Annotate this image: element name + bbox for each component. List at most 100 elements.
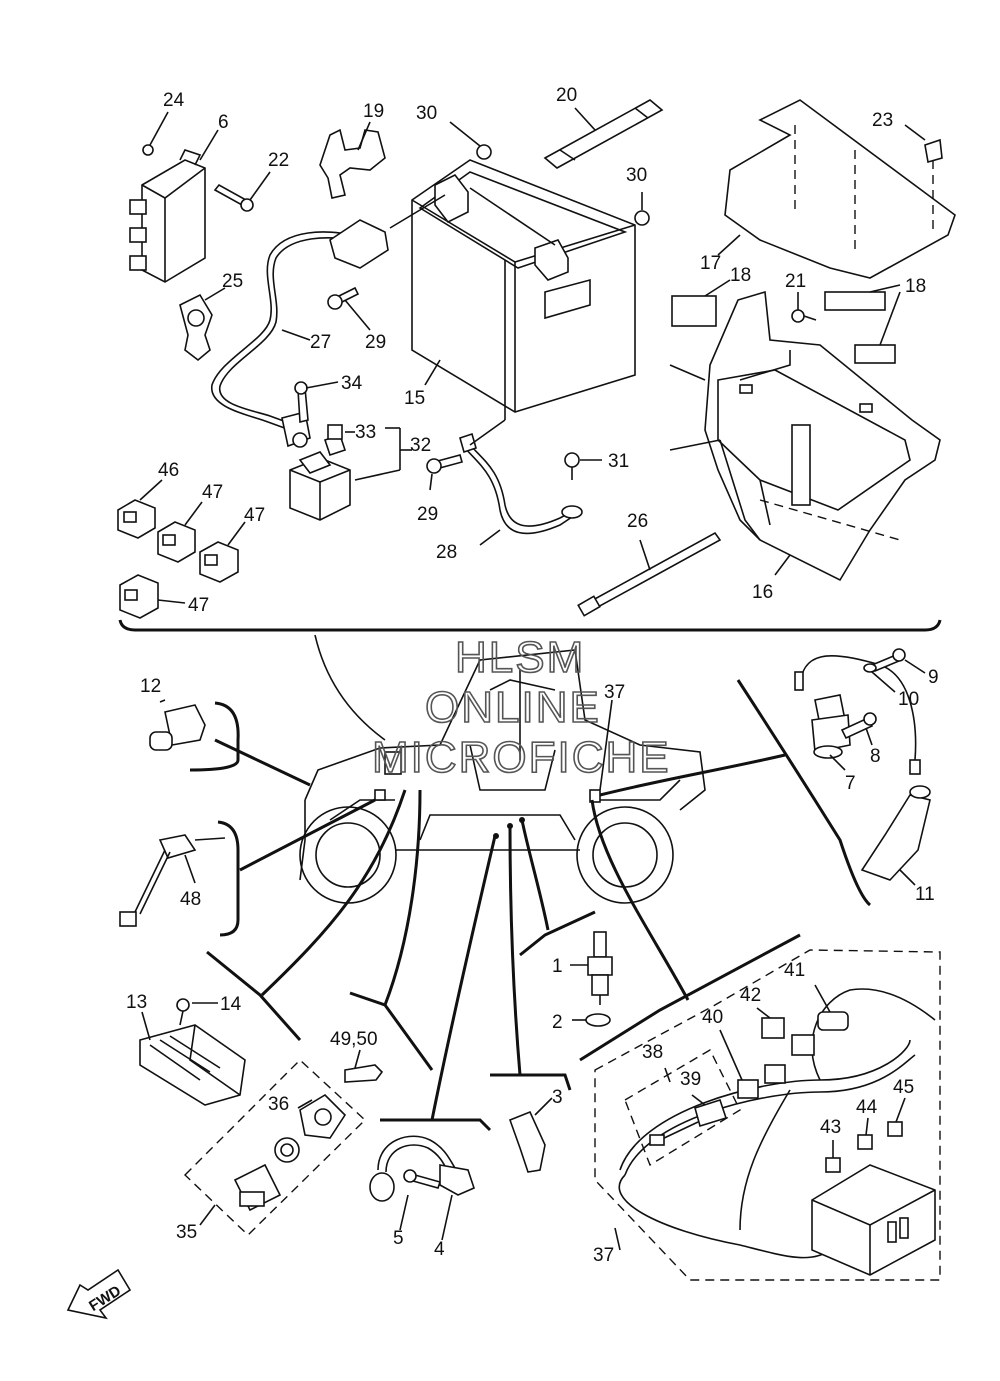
callout-37b: 37 — [593, 1245, 614, 1266]
callout-30b: 30 — [626, 165, 647, 186]
part-13-regulator[interactable] — [139, 1011, 246, 1106]
callout-28: 28 — [436, 542, 457, 563]
callout-44: 44 — [856, 1097, 878, 1118]
part-7-ignition-coil[interactable] — [794, 655, 921, 775]
part-5-sensor[interactable] — [369, 1135, 456, 1231]
part-19-clip[interactable] — [319, 121, 386, 199]
part-48-sensor[interactable] — [119, 834, 226, 927]
callout-18a: 18 — [730, 265, 751, 286]
callout-46: 46 — [158, 460, 179, 481]
callout-17: 17 — [700, 253, 721, 274]
part-1-spark-plug[interactable] — [570, 931, 613, 1005]
part-10-washer[interactable] — [863, 663, 896, 693]
part-9-screw[interactable] — [870, 648, 926, 674]
callout-40: 40 — [702, 1007, 723, 1028]
part-11-plug-cap[interactable] — [860, 785, 931, 886]
callout-20: 20 — [556, 85, 577, 106]
part-32-starter-relay[interactable] — [289, 427, 412, 521]
callout-35: 35 — [176, 1222, 197, 1243]
part-49-50-key[interactable] — [344, 1049, 384, 1083]
part-23-screw[interactable] — [904, 124, 943, 232]
callout-8: 8 — [870, 746, 881, 767]
part-25-clip[interactable] — [179, 287, 226, 362]
callout-11: 11 — [915, 884, 935, 905]
part-26-cable-tie[interactable] — [577, 531, 722, 617]
part-38-sub-harness[interactable] — [624, 1049, 741, 1167]
part-24-nut[interactable] — [142, 111, 169, 156]
callout-33: 33 — [355, 422, 376, 443]
part-2-washer[interactable] — [572, 1013, 611, 1027]
callout-14: 14 — [220, 994, 242, 1015]
part-30-nut-a[interactable] — [449, 121, 492, 160]
callout-48: 48 — [180, 889, 201, 910]
part-18-pad-a[interactable] — [671, 279, 731, 327]
callout-18b: 18 — [905, 276, 926, 297]
part-47-connector-c[interactable] — [119, 574, 186, 619]
callout-47c: 47 — [188, 595, 209, 616]
part-3-sensor[interactable] — [508, 1097, 553, 1173]
part-27-cable[interactable] — [211, 219, 389, 448]
callout-5: 5 — [393, 1228, 404, 1249]
callout-4: 4 — [434, 1239, 445, 1260]
part-8-bolt[interactable] — [840, 712, 877, 746]
callout-43: 43 — [820, 1117, 841, 1138]
part-14-bolt[interactable] — [176, 998, 218, 1026]
callout-41: 41 — [784, 960, 805, 981]
part-43-fuse[interactable] — [825, 1140, 841, 1173]
callout-26: 26 — [627, 511, 648, 532]
callout-47a: 47 — [202, 482, 223, 503]
part-47-connector-a[interactable] — [157, 501, 203, 563]
callout-19: 19 — [363, 101, 384, 122]
part-18-pad-b[interactable] — [824, 284, 901, 364]
callout-labels: 24 6 19 30 20 30 23 22 17 18 18 21 25 27… — [126, 85, 939, 1266]
callout-38: 38 — [642, 1042, 663, 1063]
vehicle-outline — [299, 634, 706, 904]
callout-7: 7 — [845, 773, 856, 794]
part-42-relay[interactable] — [756, 1007, 815, 1056]
part-45-fuse[interactable] — [887, 1097, 906, 1137]
part-17-cover[interactable] — [717, 99, 956, 279]
callout-21: 21 — [785, 271, 806, 292]
watermark-line1: HLSM — [455, 633, 585, 682]
callout-24: 24 — [163, 90, 185, 111]
callout-27: 27 — [310, 332, 331, 353]
watermark: HLSM ONLINE MICROFICHE — [371, 632, 671, 783]
part-21-screw[interactable] — [791, 292, 817, 323]
part-39-connector[interactable] — [649, 1094, 728, 1146]
part-31-bolt[interactable] — [564, 452, 602, 480]
callout-36: 36 — [268, 1094, 289, 1115]
part-44-fuse[interactable] — [857, 1117, 873, 1150]
part-20-strap[interactable] — [543, 99, 664, 169]
fuse-box — [811, 1164, 936, 1276]
callout-22: 22 — [268, 150, 289, 171]
part-22-bolt[interactable] — [213, 171, 271, 212]
part-33-fuse[interactable] — [327, 424, 355, 440]
part-28-cable[interactable] — [459, 260, 583, 546]
part-30-nut-b[interactable] — [634, 192, 650, 226]
callout-29a: 29 — [365, 332, 386, 353]
callout-39: 39 — [680, 1069, 701, 1090]
part-29-bolt-upper[interactable] — [327, 286, 371, 331]
part-34-bolt[interactable] — [294, 381, 339, 424]
part-35-main-switch[interactable] — [183, 1059, 367, 1236]
part-15-battery[interactable] — [389, 159, 636, 413]
part-41-connector[interactable] — [814, 984, 849, 1031]
part-16-battery-box[interactable] — [669, 290, 941, 582]
part-36-cap[interactable] — [297, 1093, 347, 1139]
callout-10: 10 — [898, 689, 919, 710]
callout-1: 1 — [552, 956, 563, 977]
callout-15: 15 — [404, 388, 425, 409]
part-4-bolt[interactable] — [403, 1164, 475, 1241]
callout-29b: 29 — [417, 504, 438, 525]
part-46-connector[interactable] — [117, 479, 163, 539]
fwd-arrow-icon: FWD — [66, 1268, 132, 1320]
watermark-line3: MICROFICHE — [372, 733, 671, 782]
part-12-sensor[interactable] — [149, 699, 206, 751]
callout-13: 13 — [126, 992, 147, 1013]
callout-2: 2 — [552, 1012, 563, 1033]
part-6-ecu[interactable] — [129, 149, 206, 283]
part-40-relay[interactable] — [719, 1029, 786, 1099]
part-29-bolt-lower[interactable] — [426, 454, 463, 491]
part-47-connector-b[interactable] — [199, 521, 246, 583]
